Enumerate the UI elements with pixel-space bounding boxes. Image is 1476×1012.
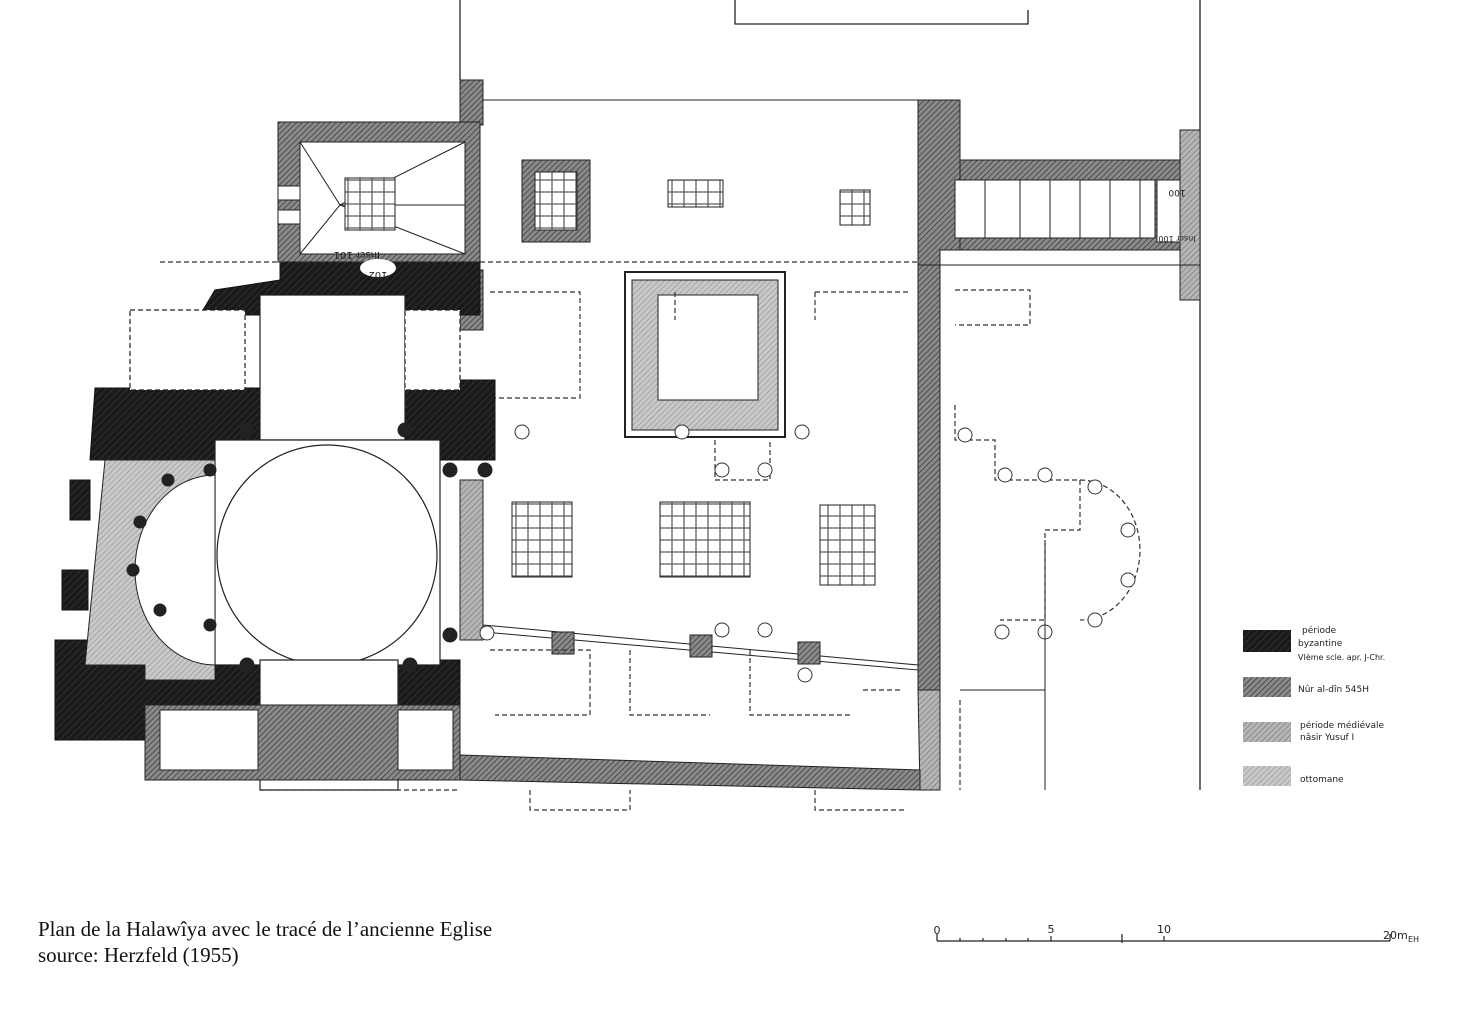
scale-tick-10: 10 xyxy=(1157,923,1171,936)
legend-label: nâsir Yusuf I xyxy=(1300,733,1354,743)
legend-swatch-ottoman xyxy=(1243,766,1291,786)
dome-chamber xyxy=(129,294,461,791)
caption-title: Plan de la Halawîya avec le tracé de l’a… xyxy=(38,917,493,941)
legend-label: période médiévale xyxy=(1300,720,1384,731)
east-corridor xyxy=(940,129,1201,790)
legend-label: Nûr al-dîn 545H xyxy=(1298,685,1369,695)
legend-label: période xyxy=(1302,625,1337,636)
scale-tick-5: 5 xyxy=(1048,923,1055,936)
legend-label: VIème scle. apr. J-Chr. xyxy=(1298,652,1385,662)
north-room xyxy=(277,121,481,263)
inscription-102: 102 xyxy=(368,269,387,280)
boundary-line xyxy=(734,0,1029,25)
legend-swatch-byzantine xyxy=(1243,630,1291,652)
inscription-101: Inscr 101 xyxy=(334,249,380,260)
church-trace xyxy=(160,261,1141,811)
inscriptions: Inscr 101 102 100 Inscr 100 xyxy=(334,187,1196,280)
columns xyxy=(479,424,1136,683)
scale-tick-20: 20m xyxy=(1383,929,1408,942)
legend-swatch-medieval xyxy=(1243,722,1291,742)
legend-label: ottomane xyxy=(1300,775,1344,785)
inscription-100: Inscr 100 xyxy=(1158,234,1195,243)
scale-tick-0: 0 xyxy=(934,924,941,937)
courtyard-features xyxy=(511,159,876,586)
legend: période byzantine VIème scle. apr. J-Chr… xyxy=(1243,625,1385,786)
legend-swatch-nur-al-din xyxy=(1243,677,1291,697)
legend-label: byzantine xyxy=(1298,639,1343,649)
caption-source: source: Herzfeld (1955) xyxy=(38,943,239,967)
scale-initials: EH xyxy=(1408,935,1419,944)
scale-bar: 0 5 10 20m EH xyxy=(934,923,1420,944)
apse xyxy=(84,422,493,681)
caption: Plan de la Halawîya avec le tracé de l’a… xyxy=(38,916,492,968)
inscription-100-number: 100 xyxy=(1168,187,1185,197)
south-rooms xyxy=(144,704,461,781)
